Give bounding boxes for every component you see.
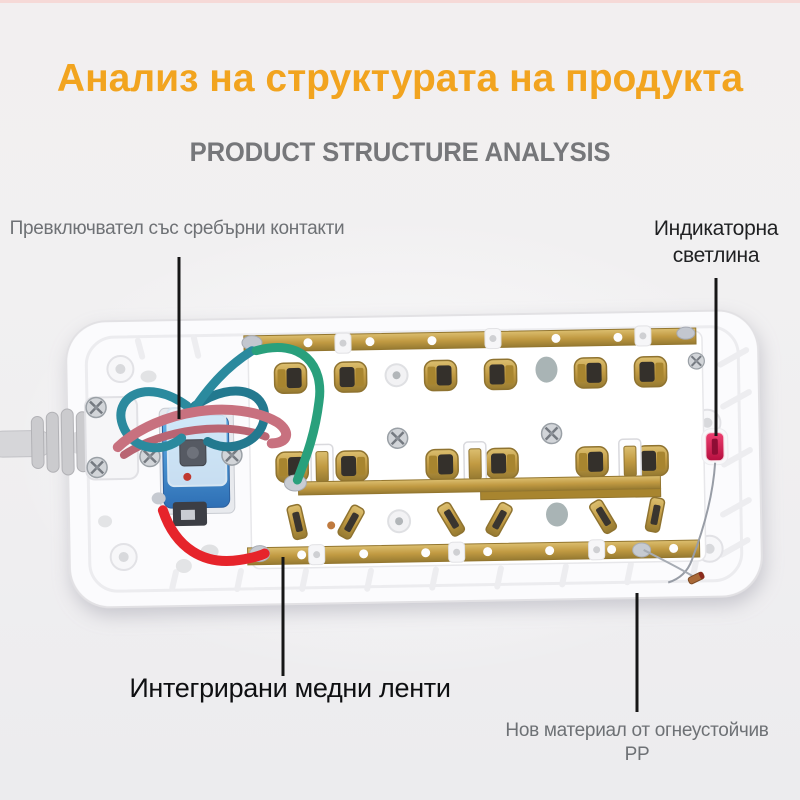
socket-contacts-bottom-row <box>285 495 666 542</box>
power-strip <box>0 309 763 609</box>
wire-green <box>251 343 325 485</box>
cable-gland <box>30 408 90 476</box>
socket-contacts-top-row <box>273 355 668 395</box>
callout-lines <box>177 257 718 712</box>
top-accent-line <box>0 0 800 3</box>
page-title: Анализ на структурата на продукта <box>56 57 744 100</box>
resistor <box>687 571 705 585</box>
power-switch <box>138 406 244 527</box>
callout-label-copper-strips: Интегрирани медни ленти <box>129 673 451 703</box>
copper-bus-middle <box>283 474 662 501</box>
indicator-light <box>643 428 729 585</box>
indicator-return-wire <box>643 549 695 578</box>
callout-label-switch: Превключвател със сребърни контакти <box>9 218 345 239</box>
callout-label-fireproof-pp: Нов материал от огнеустойчив PP <box>505 720 769 765</box>
socket-contacts-middle-row <box>275 422 670 490</box>
divider-tabs <box>310 438 643 490</box>
wire-teal-right-loop <box>190 386 269 452</box>
page-subtitle: PRODUCT STRUCTURE ANALYSIS <box>189 137 611 167</box>
wire-pink <box>112 404 292 453</box>
internal-wires <box>112 343 325 566</box>
wire-teal-to-bus <box>190 346 257 413</box>
wire-teal-left-loop <box>116 387 192 453</box>
wire-red <box>157 505 270 566</box>
callout-label-indicator-light: Индикаторна светлина <box>653 217 779 267</box>
indicator-lead-wire <box>667 462 717 584</box>
shell-ribs <box>134 334 753 593</box>
socket-module <box>241 325 707 570</box>
